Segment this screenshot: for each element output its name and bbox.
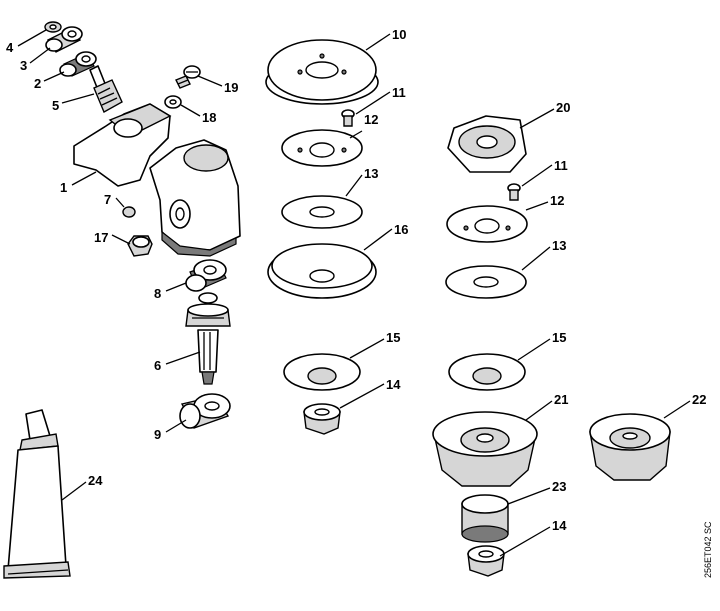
part-12-thrust-plate-right <box>446 205 528 243</box>
part-8-ball-bearing <box>185 259 227 292</box>
callout-8: 8 <box>154 286 161 301</box>
callout-3: 3 <box>20 58 27 73</box>
callout-20: 20 <box>556 100 570 115</box>
part-17-screw-plug <box>127 235 153 257</box>
part-3-bearing <box>45 26 83 53</box>
part-5-bevel-pinion <box>89 65 123 113</box>
callout-14: 14 <box>386 377 401 392</box>
callout-5: 5 <box>52 98 59 113</box>
callout-15-right: 15 <box>552 330 566 345</box>
part-22-guard-cup <box>589 413 671 481</box>
part-13-disc <box>281 195 363 229</box>
callout-2: 2 <box>34 76 41 91</box>
callout-6: 6 <box>154 358 161 373</box>
part-10-thrust-plate <box>265 39 379 105</box>
callout-15: 15 <box>386 330 400 345</box>
callout-1: 1 <box>60 180 67 195</box>
leader-lines <box>17 29 691 557</box>
callout-21: 21 <box>554 392 568 407</box>
part-6-gear-shaft <box>185 292 231 385</box>
callout-4: 4 <box>6 40 14 55</box>
callout-13: 13 <box>364 166 378 181</box>
callout-18: 18 <box>202 110 216 125</box>
part-9-ball-bearing <box>179 393 231 429</box>
part-21-guard-cup <box>432 411 538 487</box>
callout-11: 11 <box>392 85 406 100</box>
callout-17: 17 <box>94 230 108 245</box>
callout-12-right: 12 <box>550 193 564 208</box>
part-23-sleeve <box>461 494 509 543</box>
part-16-cover-plate <box>267 243 377 299</box>
callout-23: 23 <box>552 479 566 494</box>
part-11-screw <box>341 109 355 127</box>
part-24-grease-tube <box>3 409 71 579</box>
callout-7: 7 <box>104 192 111 207</box>
callout-11-right: 11 <box>554 158 568 173</box>
part-2-bearing <box>59 51 97 77</box>
callout-9: 9 <box>154 427 161 442</box>
part-15-thrust-washer-right <box>448 353 526 391</box>
part-7-plug <box>122 206 136 218</box>
callout-24: 24 <box>88 473 103 488</box>
part-1-gear-housing <box>73 103 241 257</box>
part-18-washer <box>164 95 182 109</box>
callout-10: 10 <box>392 27 406 42</box>
part-15-thrust-washer <box>283 353 361 391</box>
callout-13-right: 13 <box>552 238 566 253</box>
callout-14-right: 14 <box>552 518 567 533</box>
callout-16: 16 <box>394 222 408 237</box>
part-19-screw <box>175 65 201 89</box>
part-13-disc-right <box>445 265 527 299</box>
document-reference: 256ET042 SC <box>703 521 713 578</box>
part-14-nut <box>303 403 341 435</box>
part-12-thrust-plate <box>281 129 363 167</box>
part-11-screw-right <box>507 183 521 201</box>
callout-19: 19 <box>224 80 238 95</box>
part-14-nut-right <box>467 545 505 577</box>
part-4-nut <box>44 21 62 33</box>
callout-22: 22 <box>692 392 706 407</box>
callout-12: 12 <box>364 112 378 127</box>
part-20-thrust-plate <box>447 115 527 173</box>
